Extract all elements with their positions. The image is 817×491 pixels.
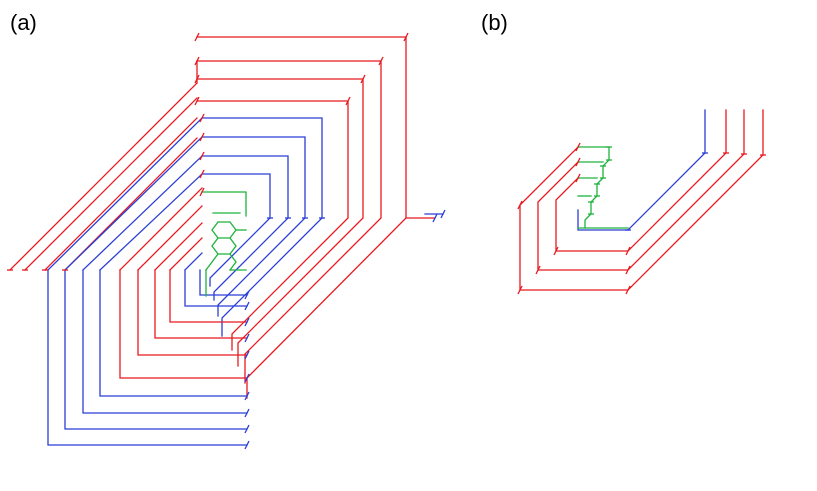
green-trace (229, 253, 237, 271)
endpoint-tick (378, 56, 384, 66)
endpoint-tick (194, 96, 200, 106)
endpoint-tick (625, 265, 631, 275)
endpoint-tick (244, 333, 250, 343)
endpoint-tick (199, 113, 205, 123)
blue-trace (47, 269, 248, 446)
endpoint-tick (194, 56, 200, 66)
red-trace (137, 205, 203, 271)
endpoint-tick (244, 350, 250, 360)
endpoint-tick (625, 246, 631, 256)
endpoint-tick (575, 157, 581, 167)
panel-b-diagram (517, 109, 766, 295)
green-trace (205, 253, 219, 271)
endpoint-tick (194, 32, 200, 42)
blue-trace (184, 269, 248, 307)
endpoint-tick (199, 169, 205, 179)
red-trace (154, 269, 248, 339)
red-trace (154, 222, 203, 271)
red-trace (196, 36, 407, 399)
panel-a-diagram (7, 32, 446, 450)
red-trace (44, 117, 198, 271)
endpoint-tick (575, 173, 581, 183)
green-trace (211, 221, 237, 239)
red-trace (555, 109, 727, 252)
red-trace (196, 78, 364, 367)
endpoint-tick (345, 96, 351, 106)
blue-trace (577, 209, 629, 231)
red-trace (196, 100, 349, 351)
red-trace (537, 109, 745, 271)
endpoint-tick (199, 187, 205, 197)
endpoint-tick (517, 285, 523, 295)
red-trace (119, 187, 203, 271)
blue-trace (82, 269, 248, 414)
panel-label-a: (a) (10, 10, 37, 35)
red-trace (119, 269, 248, 379)
endpoint-tick (244, 391, 250, 401)
blue-trace (99, 269, 248, 397)
blue-trace (64, 136, 203, 271)
green-trace (201, 191, 247, 217)
endpoint-tick (244, 440, 250, 450)
endpoint-tick (199, 151, 205, 161)
red-trace (169, 237, 203, 271)
green-trace (577, 146, 610, 229)
endpoint-tick (625, 285, 631, 295)
blue-trace (99, 173, 203, 271)
endpoint-tick (244, 424, 250, 434)
red-trace (137, 269, 248, 356)
blue-trace (199, 269, 248, 296)
endpoint-tick (194, 74, 200, 84)
endpoint-tick (244, 373, 250, 383)
endpoint-tick (244, 290, 250, 300)
endpoint-tick (517, 200, 523, 210)
endpoint-tick (244, 317, 250, 327)
panel-label-b: (b) (481, 10, 508, 35)
endpoint-tick (440, 209, 446, 219)
green-trace (211, 237, 237, 255)
red-trace (519, 109, 764, 291)
endpoint-tick (360, 74, 366, 84)
blue-trace (184, 252, 203, 271)
endpoint-tick (244, 408, 250, 418)
endpoint-tick (199, 132, 205, 142)
red-trace (24, 97, 198, 271)
blue-trace (47, 117, 203, 271)
endpoint-tick (553, 246, 559, 256)
blue-trace (64, 269, 248, 430)
endpoint-tick (432, 213, 438, 223)
endpoint-tick (244, 301, 250, 311)
red-trace (169, 269, 248, 323)
red-trace (9, 82, 198, 271)
endpoint-tick (535, 265, 541, 275)
red-trace (196, 60, 382, 384)
endpoint-tick (403, 32, 409, 42)
blue-trace (82, 155, 203, 271)
endpoint-tick (575, 142, 581, 152)
